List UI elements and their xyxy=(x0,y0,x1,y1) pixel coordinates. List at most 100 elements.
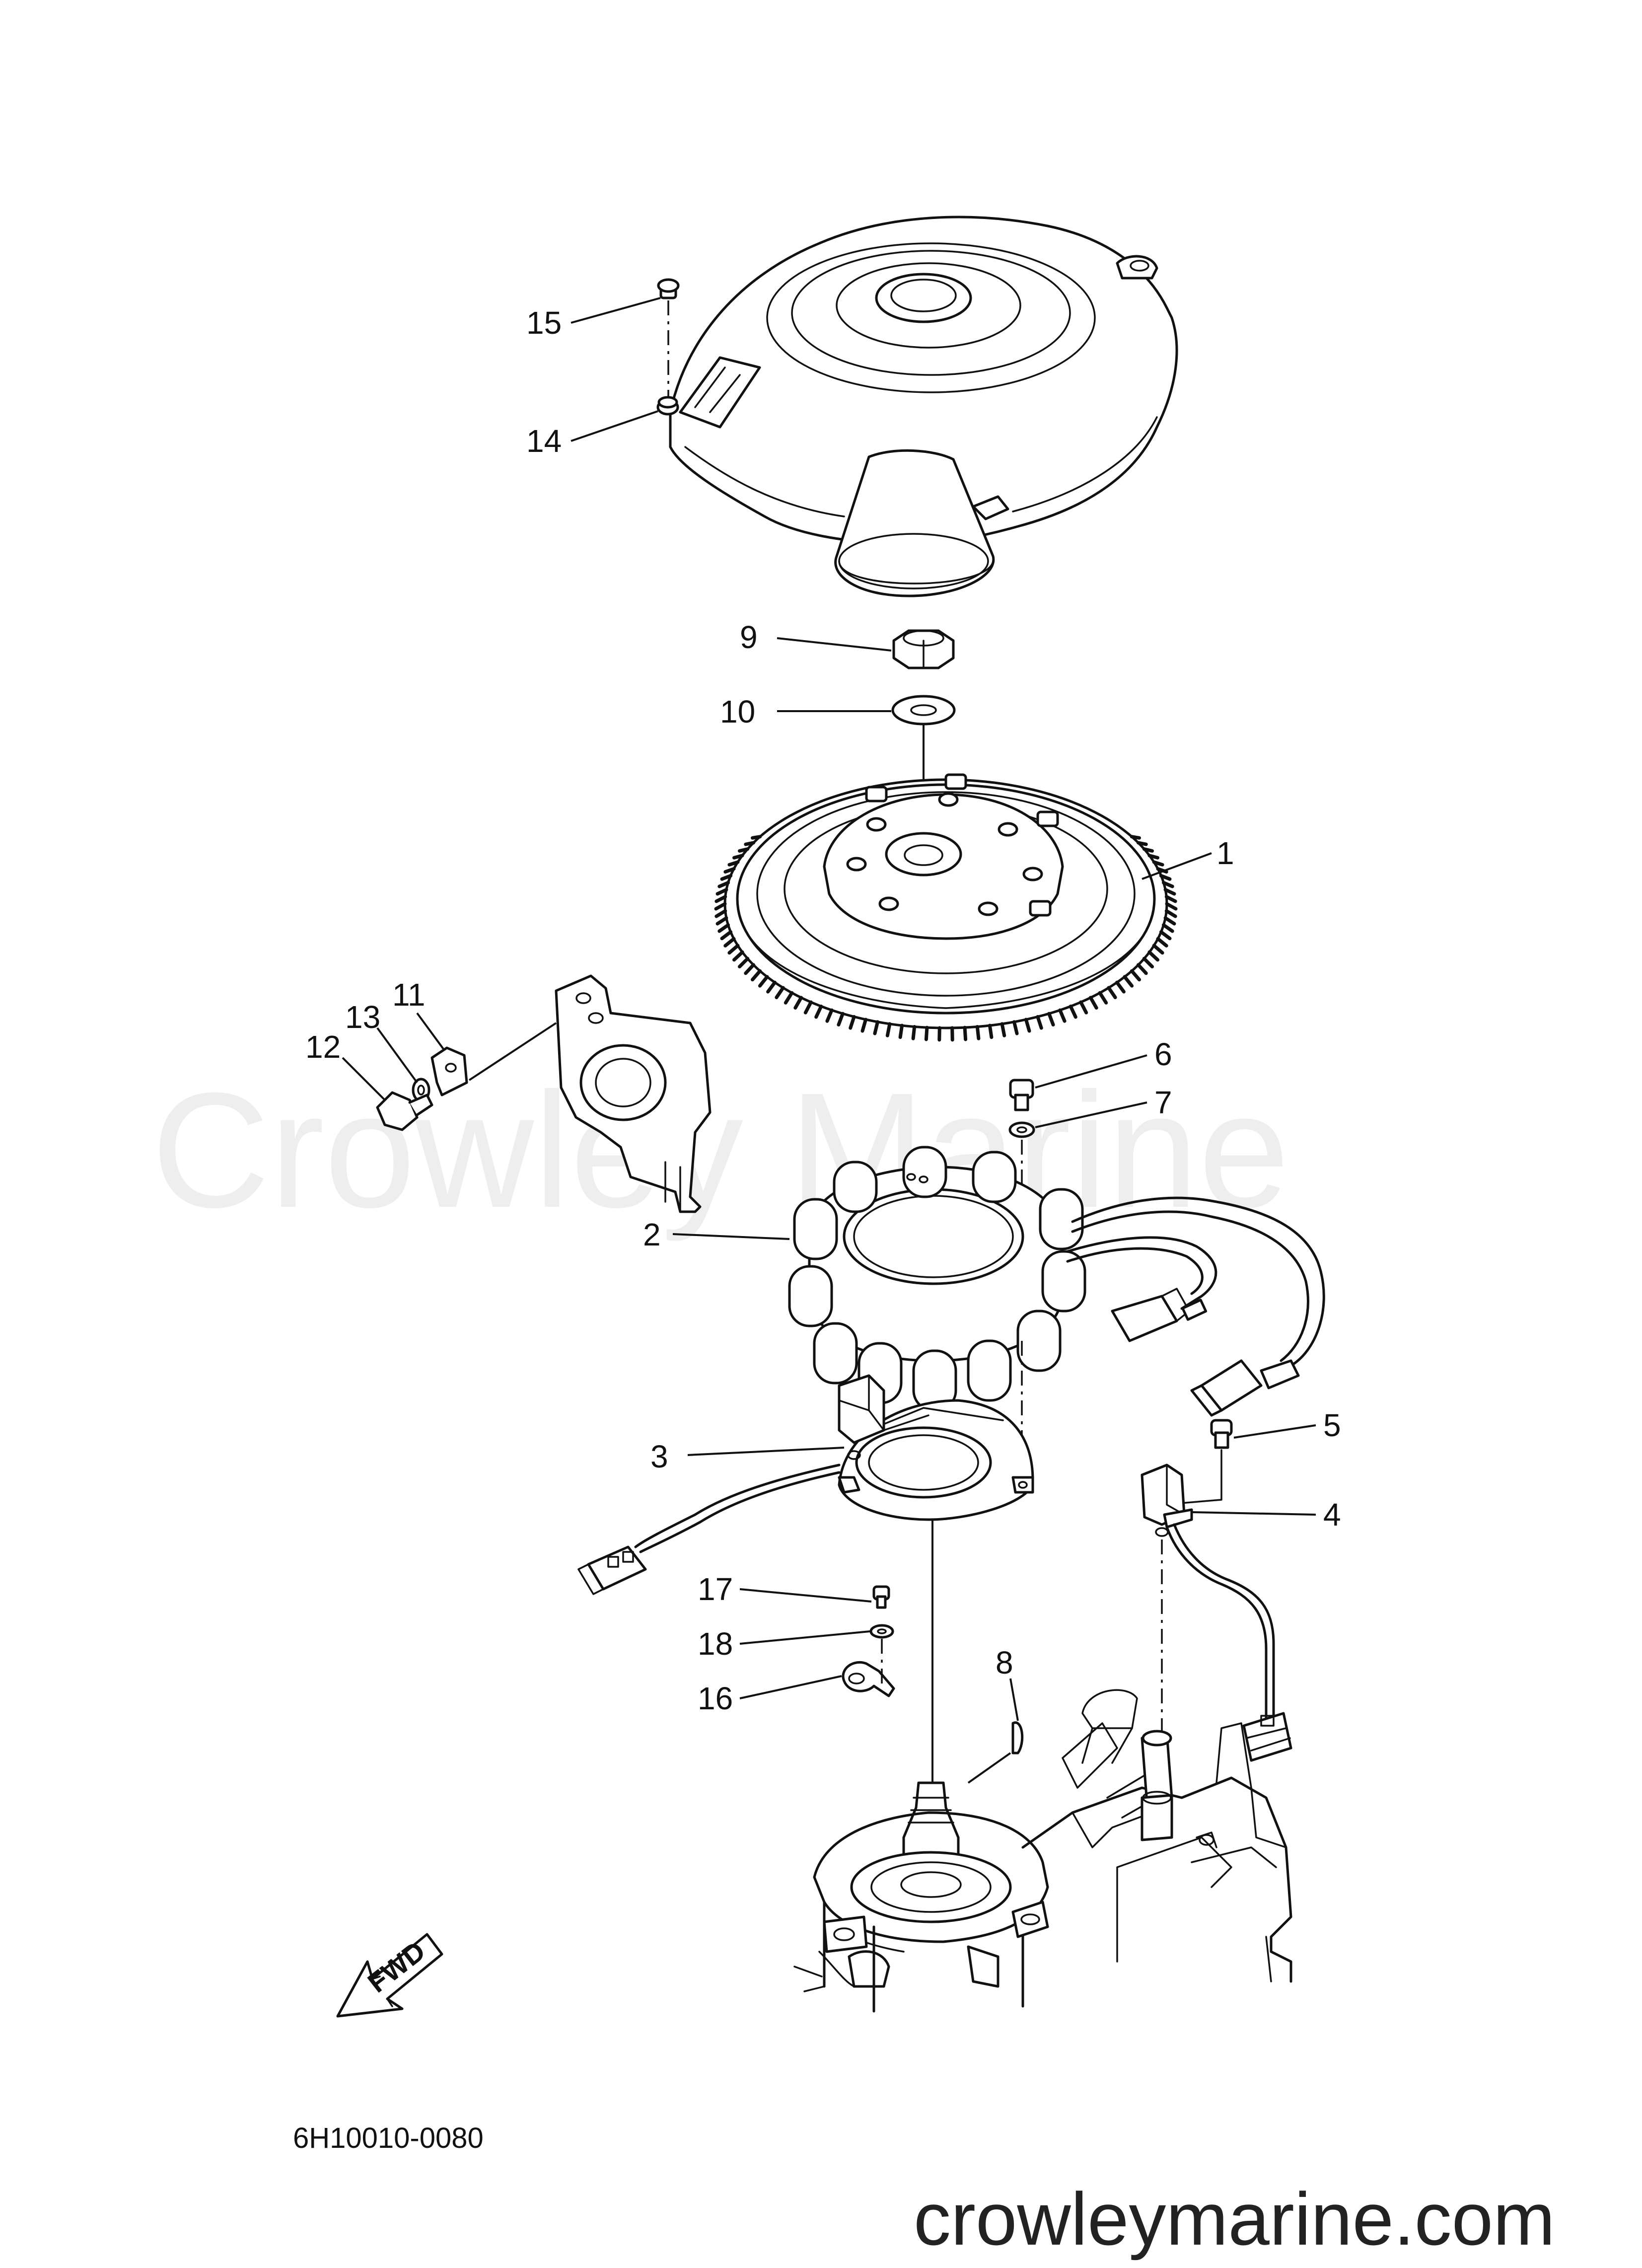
ring-gear-tooth xyxy=(1024,1018,1031,1033)
callout-5: 5 xyxy=(1323,1407,1341,1443)
callout-18: 18 xyxy=(698,1626,733,1662)
ring-gear-tooth xyxy=(963,1025,968,1041)
ring-gear-tooth xyxy=(1162,923,1174,933)
ring-gear-tooth xyxy=(1163,888,1176,896)
callout-12: 12 xyxy=(305,1029,341,1065)
ring-gear-tooth xyxy=(744,841,755,846)
bolt-12-drawing xyxy=(376,1091,433,1131)
ring-gear-tooth xyxy=(723,867,736,874)
ring-gear-tooth xyxy=(1159,874,1172,881)
nut-9-drawing xyxy=(892,629,955,669)
callout-1: 1 xyxy=(1216,835,1234,871)
callout-14: 14 xyxy=(526,423,562,459)
ring-gear-tooth xyxy=(732,950,744,962)
bolt-6-drawing xyxy=(1009,1079,1034,1111)
callout-17: 17 xyxy=(698,1571,733,1607)
callout-3: 3 xyxy=(650,1439,668,1474)
ring-gear-tooth xyxy=(1130,835,1141,840)
ring-gear-tooth xyxy=(1152,944,1164,955)
bolt-15-drawing xyxy=(657,278,680,397)
ring-gear-tooth xyxy=(751,969,762,982)
pulser-coil-drawing xyxy=(1141,1463,1292,1762)
ring-gear-tooth xyxy=(715,888,728,896)
ring-gear-tooth xyxy=(784,991,794,1005)
ring-gear-tooth xyxy=(1123,975,1134,988)
ring-gear-tooth xyxy=(793,996,803,1010)
ring-gear-tooth xyxy=(1163,916,1176,926)
ring-gear-tooth xyxy=(1147,950,1159,962)
woodruff-key-8-drawing xyxy=(967,1678,1024,1784)
callout-6: 6 xyxy=(1154,1036,1172,1072)
bolt-17-drawing xyxy=(872,1585,890,1609)
ring-gear-tooth xyxy=(825,1008,834,1023)
flywheel-cover-drawing xyxy=(656,216,1178,597)
ring-gear-tooth xyxy=(975,1025,981,1040)
ring-gear-tooth xyxy=(1162,880,1174,888)
ring-gear-tooth xyxy=(911,1025,917,1040)
ring-gear-tooth xyxy=(714,895,727,903)
powerhead-drawing xyxy=(793,1689,1292,2013)
callout-16: 16 xyxy=(698,1681,733,1716)
ring-gear-tooth xyxy=(714,909,727,918)
washer-10-drawing xyxy=(891,695,956,726)
ring-gear-tooth xyxy=(924,1025,929,1041)
ring-gear-tooth xyxy=(720,930,733,941)
ring-gear-tooth xyxy=(751,835,762,840)
ring-gear-tooth xyxy=(898,1024,904,1039)
fwd-arrow: FWD xyxy=(336,1933,443,2018)
callout-numbers: 15 14 9 10 1 6 7 11 13 12 2 3 5 4 17 18 … xyxy=(305,305,1341,1716)
ring-gear-tooth xyxy=(723,937,736,948)
ring-gear-tooth xyxy=(1142,847,1154,853)
ring-gear-tooth xyxy=(1088,996,1098,1010)
ring-gear-tooth xyxy=(1165,902,1178,911)
ring-gear-tooth xyxy=(714,902,727,911)
callout-15: 15 xyxy=(526,305,562,341)
stator-drawing xyxy=(788,1146,1325,1417)
ring-gear-tooth xyxy=(885,1022,892,1037)
ring-gear-tooth xyxy=(1164,909,1177,918)
ring-gear-tooth xyxy=(1152,860,1164,867)
ring-gear-tooth xyxy=(873,1020,879,1035)
callout-7: 7 xyxy=(1154,1085,1172,1120)
washer-7-drawing xyxy=(1008,1121,1035,1138)
ring-gear-tooth xyxy=(950,1026,954,1042)
flywheel-drawing xyxy=(714,773,1178,1042)
ring-gear-tooth xyxy=(803,1000,813,1015)
ring-gear-tooth xyxy=(1012,1020,1019,1035)
ring-gear-tooth xyxy=(720,874,733,881)
ring-gear-tooth xyxy=(738,956,750,968)
ring-gear-tooth xyxy=(1115,980,1126,994)
callout-4: 4 xyxy=(1323,1497,1341,1533)
clamp-16-drawing xyxy=(842,1661,895,1697)
bracket-11-drawing xyxy=(430,1022,557,1097)
ring-gear-tooth xyxy=(1107,986,1117,999)
ring-gear-tooth xyxy=(1058,1008,1067,1023)
ring-gear-tooth xyxy=(717,880,730,888)
ring-gear-tooth xyxy=(1000,1022,1006,1037)
ring-gear-tooth xyxy=(758,975,769,988)
callout-10: 10 xyxy=(720,694,755,730)
callout-leaders xyxy=(342,297,1316,1699)
ring-gear-tooth xyxy=(717,923,730,933)
callout-8: 8 xyxy=(996,1645,1013,1681)
website-url: crowleymarine.com xyxy=(914,2177,1555,2261)
ring-gear-tooth xyxy=(1137,963,1148,975)
ring-gear-tooth xyxy=(1069,1004,1077,1019)
ring-gear-tooth xyxy=(1164,895,1177,903)
diagram-code: 6H10010-0080 xyxy=(293,2122,484,2154)
ring-gear-tooth xyxy=(715,916,728,926)
washer-18-drawing xyxy=(869,1624,894,1639)
ring-gear-tooth xyxy=(988,1024,994,1039)
ring-gear-tooth xyxy=(937,1026,941,1042)
ring-gear-tooth xyxy=(814,1004,823,1019)
ring-gear-tooth xyxy=(738,847,750,853)
ring-gear-tooth xyxy=(837,1012,845,1026)
ring-gear-tooth xyxy=(1147,854,1159,860)
pulser-base-drawing xyxy=(577,1374,1034,1595)
watermark-text: Crowley Marine xyxy=(151,1058,1289,1243)
ring-gear-tooth xyxy=(1130,969,1141,982)
ring-gear-tooth xyxy=(1047,1012,1055,1026)
ring-gear-tooth xyxy=(727,944,740,955)
base-plate-drawing xyxy=(555,974,712,1213)
